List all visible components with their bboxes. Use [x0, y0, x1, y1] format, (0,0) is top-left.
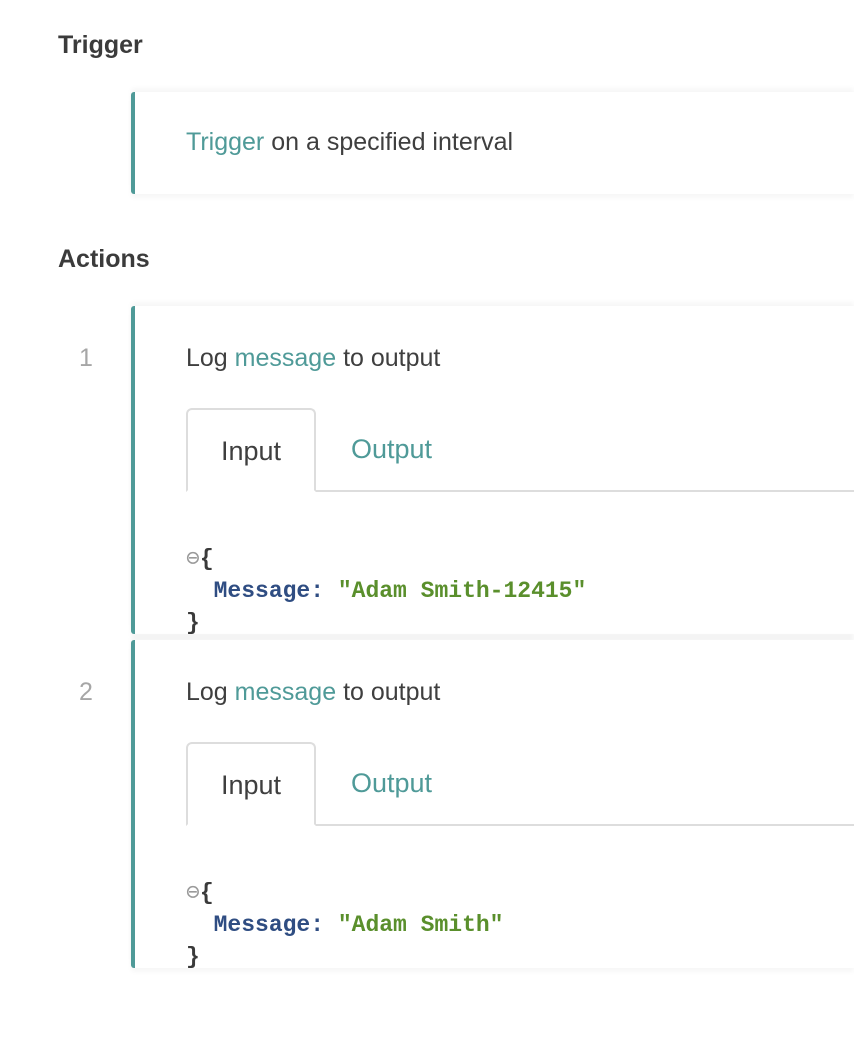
collapse-icon[interactable]: ⊖ — [186, 546, 200, 572]
json-key: Message: — [213, 578, 325, 604]
message-link[interactable]: message — [234, 678, 337, 706]
action-card: Log message to output Input Output ⊖{ Me… — [131, 306, 854, 636]
tab-output[interactable]: Output — [351, 434, 433, 464]
io-tabs: Input Output — [186, 408, 854, 492]
actions-heading: Actions — [58, 245, 150, 273]
io-tabs: Input Output — [186, 742, 854, 826]
json-value: "Adam Smith-12415" — [337, 578, 587, 604]
step-number: 2 — [79, 678, 93, 706]
json-viewer: ⊖{ Message: "Adam Smith" } — [186, 877, 503, 973]
json-viewer: ⊖{ Message: "Adam Smith-12415" } — [186, 543, 586, 639]
action-suffix: to output — [336, 678, 441, 706]
json-key: Message: — [213, 912, 325, 938]
tab-input[interactable]: Input — [186, 408, 316, 492]
tab-input[interactable]: Input — [186, 742, 316, 826]
json-value: "Adam Smith" — [337, 912, 504, 938]
action-suffix: to output — [336, 344, 441, 372]
action-description: Log message to output — [186, 344, 440, 373]
action-prefix: Log — [186, 344, 235, 372]
trigger-description: Trigger on a specified interval — [186, 128, 513, 157]
tab-output[interactable]: Output — [351, 768, 433, 798]
json-close-brace: } — [186, 610, 200, 636]
trigger-card: Trigger on a specified interval — [131, 92, 854, 194]
collapse-icon[interactable]: ⊖ — [186, 880, 200, 906]
trigger-heading: Trigger — [58, 31, 143, 59]
action-description: Log message to output — [186, 678, 440, 707]
step-number: 1 — [79, 344, 93, 372]
action-card: Log message to output Input Output ⊖{ Me… — [131, 640, 854, 970]
message-link[interactable]: message — [234, 344, 337, 372]
json-open-brace: { — [199, 546, 214, 572]
json-close-brace: } — [186, 944, 200, 970]
trigger-description-text: on a specified interval — [264, 128, 514, 156]
trigger-link[interactable]: Trigger — [186, 128, 265, 156]
json-open-brace: { — [199, 880, 214, 906]
action-prefix: Log — [186, 678, 235, 706]
